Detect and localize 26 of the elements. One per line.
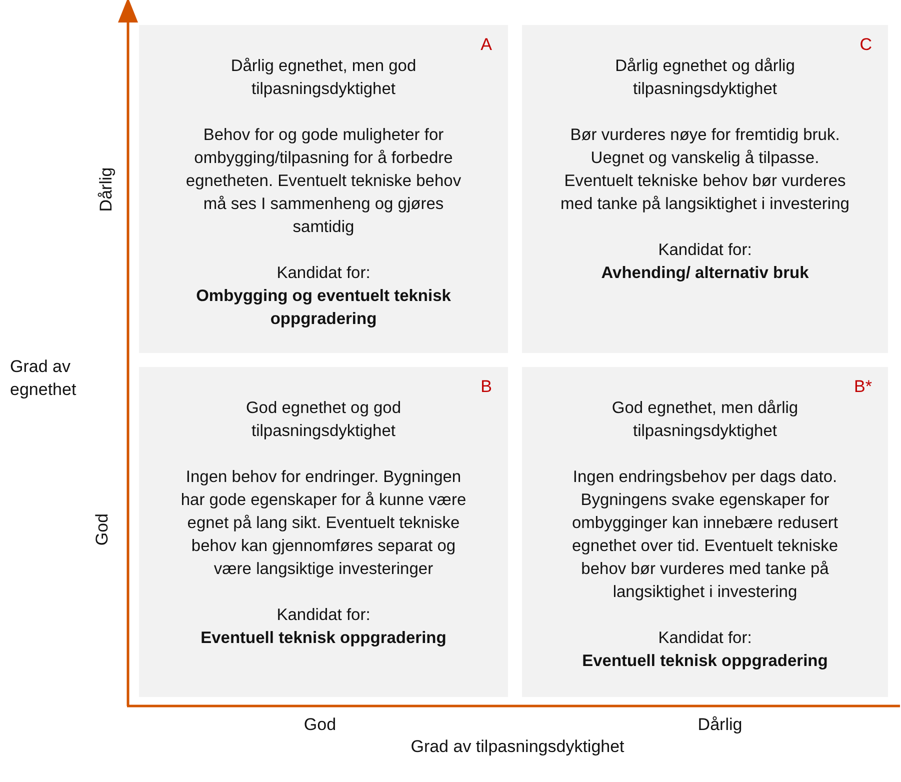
quadrant-heading: God egnethet, men dårlig tilpasningsdyktighet xyxy=(610,398,800,442)
x-axis-value-label: Dårlig xyxy=(696,714,744,736)
y-axis-value-label: Dårlig xyxy=(96,166,116,214)
y-axis-value-label: God xyxy=(92,512,112,548)
candidate-text: Ombygging og eventuelt teknisk oppgradering xyxy=(195,286,452,330)
candidate-label: Kandidat for: xyxy=(657,628,753,649)
candidate-text: Avhending/ alternativ bruk xyxy=(600,263,810,284)
quadrant-letter: B* xyxy=(854,376,872,398)
candidate-text: Eventuell teknisk oppgradering xyxy=(200,628,448,649)
quadrant-heading: Dårlig egnethet, men god tilpasningsdyktighet xyxy=(230,56,418,100)
candidate-label: Kandidat for: xyxy=(276,605,372,626)
quadrant-description: Ingen behov for endringer. Bygningen har gode egenskaper for å kunne være egnet på lang sikt. Eventuelt tekniske behov kan gjennomføres separat og være langsiktige investeringer xyxy=(180,467,468,580)
x-axis-title: Grad av tilpasningsdyktighet xyxy=(410,736,626,758)
quadrant-description: Ingen endringsbehov per dags dato. Bygningens svake egenskaper for ombygginger kan innebære redusert egnethet over tid. Eventuelt tekniske behov bør vurderes med tanke på langsiktighet i investering xyxy=(571,467,839,603)
x-axis-value-label: God xyxy=(302,714,338,736)
quadrant-description: Behov for og gode muligheter for ombygging/tilpasning for å forbedre egnetheten. Eventuelt tekniske behov må ses I sammenheng og gjøres samtidig xyxy=(184,125,462,238)
quadrant-description: Bør vurderes nøye for fremtidig bruk. Uegnet og vanskelig å tilpasse. Eventuelt tekniske behov bør vurderes med tanke på langsiktighet i investering xyxy=(560,125,850,215)
candidate-text: Eventuell teknisk oppgradering xyxy=(581,651,829,672)
y-axis-title: Grad av egnethet xyxy=(10,356,78,401)
candidate-label: Kandidat for: xyxy=(657,240,753,261)
quadrant-letter: A xyxy=(480,34,492,56)
quadrant-letter: B xyxy=(480,376,492,398)
quadrant-heading: Dårlig egnethet og dårlig tilpasningsdyktighet xyxy=(614,56,796,100)
candidate-label: Kandidat for: xyxy=(276,263,372,284)
quadrant-letter: C xyxy=(860,34,872,56)
quadrant-heading: God egnethet og god tilpasningsdyktighet xyxy=(244,398,402,442)
